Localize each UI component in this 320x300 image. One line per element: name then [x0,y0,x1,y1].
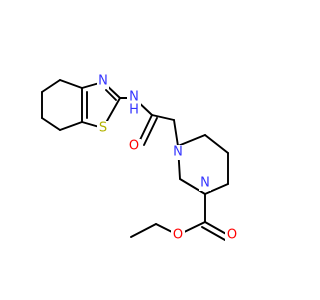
carbonyl-oxygen-atom: O [127,139,141,154]
atom-label: N [173,145,183,160]
bond [204,221,229,236]
thiazole-sulfur-atom: S [97,121,109,136]
ester-oxygen-atom: O [171,228,185,243]
bond [173,119,179,147]
bond [59,79,83,89]
bond [151,114,175,121]
molecule-structure: N S N H O N N O O [41,74,239,243]
atom-label-hydrogen: H [129,103,139,118]
bond [179,178,206,195]
bond [59,121,83,131]
piperazine-n1-atom: N [172,145,184,160]
atom-label: N [98,74,108,89]
bond [130,223,157,238]
bond [143,117,158,146]
bond [204,134,229,154]
thiazole-nitrogen-atom: N [97,74,109,89]
atom-label: N [200,176,210,191]
atom-labels: N S N H O N N O O [97,74,239,243]
atom-label: O [129,139,139,154]
bond [105,89,117,101]
bond [201,226,226,241]
atom-label: S [99,121,107,136]
bond [177,134,206,147]
atom-label: N [129,90,139,105]
amide-nh-atom: N H [127,90,141,118]
carbamate-carbonyl-oxygen-atom: O [225,228,239,243]
bond [41,79,61,93]
piperazine-n4-atom: N [199,176,211,191]
bond [41,117,61,131]
atom-label: O [173,228,183,243]
bond [204,183,229,195]
bond [138,114,153,143]
atom-label: O [227,228,237,243]
